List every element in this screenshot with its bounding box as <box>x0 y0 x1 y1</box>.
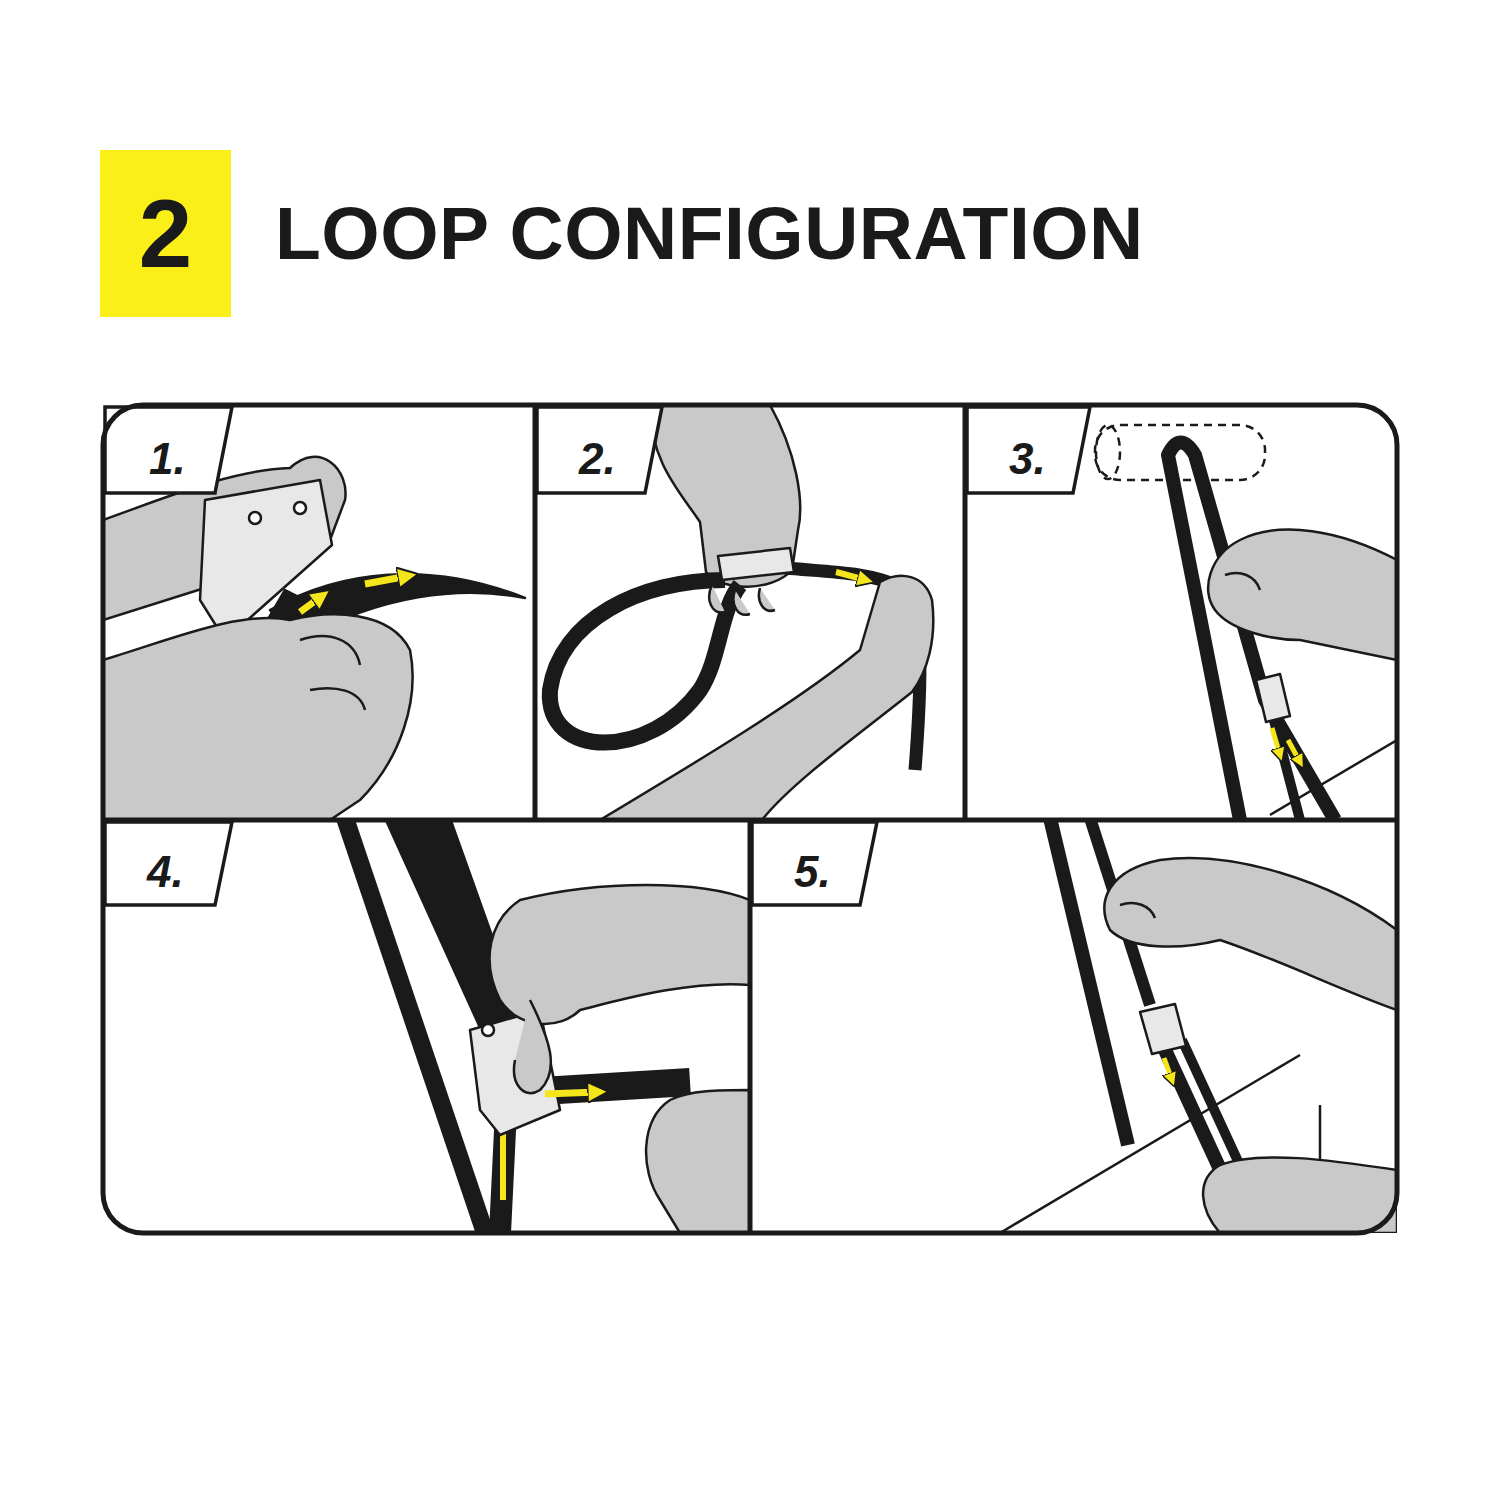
step-panel: 1. <box>103 405 535 820</box>
heading-title: LOOP CONFIGURATION <box>275 196 1144 271</box>
step-illustration <box>550 405 933 820</box>
step-panel: 5. <box>750 820 1397 1233</box>
step-number: 2. <box>579 437 616 481</box>
step-illustration <box>345 820 750 1233</box>
step-number: 1. <box>149 437 186 481</box>
step-illustration <box>1095 425 1397 820</box>
step-tab <box>105 407 1090 905</box>
section-number: 2 <box>139 186 192 282</box>
step-number: 3. <box>1009 437 1046 481</box>
step-number: 5. <box>794 850 831 894</box>
step-panel: 4. <box>103 820 750 1233</box>
step-number: 4. <box>147 850 184 894</box>
step-illustration <box>1000 820 1397 1233</box>
panel-frame <box>103 405 1397 1233</box>
step-illustration <box>103 405 525 820</box>
section-badge: 2 <box>100 150 231 317</box>
step-panel: 3. <box>965 405 1397 820</box>
step-panel: 2. <box>535 405 965 820</box>
